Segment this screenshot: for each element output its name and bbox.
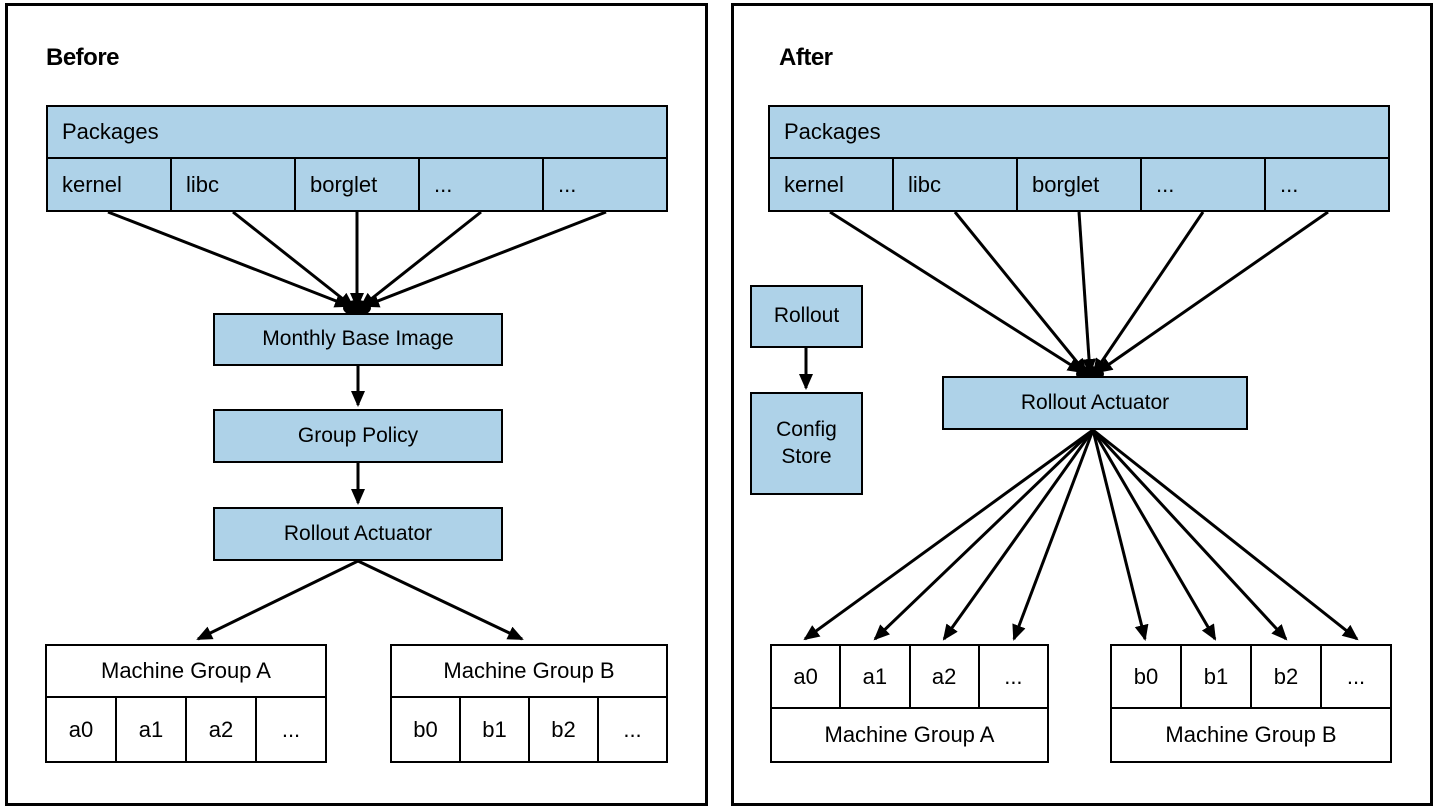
after-rollout-actuator-box: Rollout Actuator [942,376,1248,430]
machine-cell-a2: a2 [911,646,980,707]
machine-cell-b-more: ... [1346,663,1366,689]
after-machine-group-a-cells: a0 a1 a2 ... [772,646,1047,707]
machine-cell-b0: b0 [1112,646,1182,707]
machine-cell-a1: a1 [117,698,187,761]
rollout-box: Rollout [750,285,863,348]
after-machine-group-b-cells: b0 b1 b2 ... [1112,646,1390,707]
before-package-cell-libc: libc [172,159,296,210]
before-rollout-actuator-box: Rollout Actuator [213,507,503,561]
panel-after: After Packages kernel libc borglet ... .… [731,3,1433,806]
before-machine-group-a-label: Machine Group A [47,646,325,698]
after-packages-table: Packages kernel libc borglet ... ... [768,105,1390,212]
group-policy-box: Group Policy [213,409,503,463]
machine-cell-b-more: ... [623,716,642,742]
before-diverge-arrows [196,559,524,641]
after-packages-cells: kernel libc borglet ... ... [770,159,1388,210]
after-package-cell-more-2: ... [1280,171,1299,197]
machine-cell-b1: b1 [1182,646,1252,707]
before-title: Before [46,44,120,71]
config-store-box: Config Store [750,392,863,495]
machine-cell-a-more: ... [1004,663,1023,689]
machine-cell-b1: b1 [461,698,530,761]
panel-before: Before Packages kernel libc borglet ... … [5,3,708,806]
before-machine-group-b-cells: b0 b1 b2 ... [392,698,666,761]
before-machine-group-b-label: Machine Group B [392,646,666,698]
machine-cell-b2: b2 [1252,646,1322,707]
machine-cell-a1: a1 [841,646,911,707]
monthly-base-image-box: Monthly Base Image [213,313,503,366]
after-fanout-arrows [803,428,1359,641]
before-package-cell-borglet: borglet [296,159,420,210]
machine-cell-a-more: ... [281,716,301,742]
after-package-converge-arrows [829,210,1329,382]
machine-cell-a2: a2 [187,698,257,761]
after-package-cell-borglet: borglet [1018,159,1142,210]
after-package-cell-kernel: kernel [770,159,894,210]
machine-cell-a0: a0 [772,646,842,707]
after-machine-group-a-table: a0 a1 a2 ... Machine Group A [770,644,1049,763]
after-machine-group-b-table: b0 b1 b2 ... Machine Group B [1110,644,1392,763]
before-machine-group-b-table: Machine Group B b0 b1 b2 ... [390,644,668,763]
before-package-cell-more-1: ... [420,159,544,210]
before-packages-header: Packages [48,107,666,159]
after-package-cell-libc: libc [894,159,1018,210]
machine-cell-b0: b0 [392,698,461,761]
before-package-cell-more-2: ... [558,171,577,197]
after-packages-header: Packages [770,107,1388,159]
machine-cell-a0: a0 [47,698,117,761]
after-machine-group-b-label: Machine Group B [1112,707,1390,761]
after-package-cell-more-1: ... [1142,159,1266,210]
before-package-cell-kernel: kernel [48,159,172,210]
before-machine-group-a-cells: a0 a1 a2 ... [47,698,325,761]
before-package-converge-arrows [107,210,607,316]
before-machine-group-a-table: Machine Group A a0 a1 a2 ... [45,644,327,763]
after-title: After [779,44,833,71]
before-packages-cells: kernel libc borglet ... ... [48,159,666,210]
before-packages-table: Packages kernel libc borglet ... ... [46,105,668,212]
machine-cell-b2: b2 [530,698,599,761]
after-machine-group-a-label: Machine Group A [772,707,1047,761]
